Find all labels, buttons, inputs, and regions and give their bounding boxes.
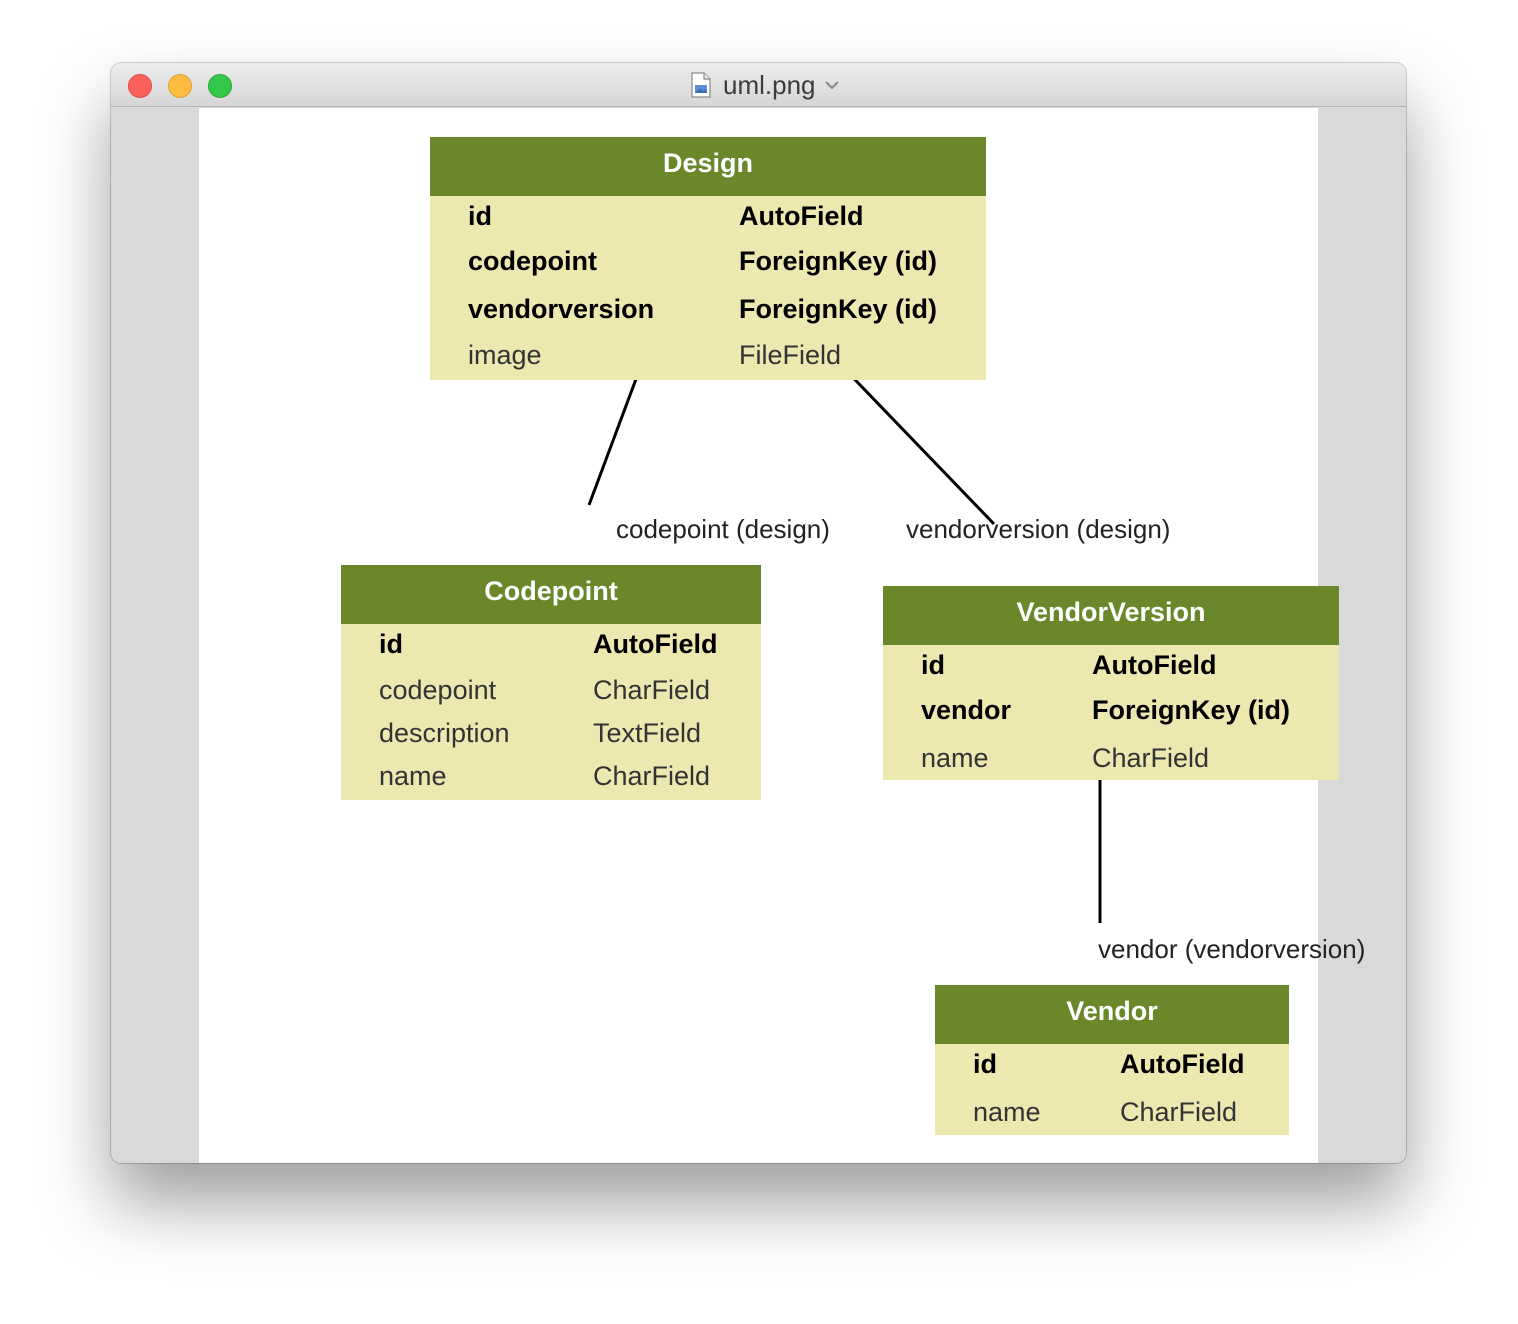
window-title-menu[interactable]: uml.png	[691, 70, 840, 100]
field-type: ForeignKey (id)	[739, 246, 938, 276]
field-name: id	[921, 650, 945, 680]
field-name: vendorversion	[468, 294, 655, 324]
title-bar[interactable]: uml.png	[111, 63, 1406, 107]
image-canvas: codepoint (design) vendorversion (design…	[199, 108, 1365, 1163]
field-type: AutoField	[739, 201, 864, 231]
field-type: ForeignKey (id)	[1092, 695, 1291, 725]
model-header: Vendor	[935, 985, 1289, 1044]
relation-label-vendor-vendorversion: vendor (vendorversion)	[1098, 934, 1366, 964]
field-name: name	[379, 761, 447, 791]
field-type: AutoField	[1120, 1049, 1245, 1079]
minimize-button[interactable]	[168, 74, 192, 98]
close-button[interactable]	[128, 74, 152, 98]
field-type: TextField	[593, 718, 702, 748]
field-type: AutoField	[1092, 650, 1217, 680]
field-name: image	[468, 340, 542, 370]
model-codepoint: Codepoint id AutoField codepoint CharFie…	[341, 565, 761, 800]
field-type: FileField	[739, 340, 842, 370]
field-name: id	[468, 201, 492, 231]
field-type: CharField	[593, 675, 711, 705]
field-type: ForeignKey (id)	[739, 294, 938, 324]
field-name: description	[379, 718, 510, 748]
chevron-down-icon[interactable]	[824, 79, 840, 91]
field-name: name	[921, 743, 989, 773]
image-file-icon	[691, 72, 711, 98]
preview-window: uml.png codepoint (design) vendorversion…	[111, 63, 1406, 1163]
model-header: Codepoint	[341, 565, 761, 624]
maximize-button[interactable]	[208, 74, 232, 98]
model-vendor: Vendor id AutoField name CharField	[935, 985, 1289, 1135]
model-header: VendorVersion	[883, 586, 1339, 645]
relation-label-codepoint-design: codepoint (design)	[616, 514, 830, 544]
relation-line-codepoint	[587, 362, 644, 506]
field-name: id	[973, 1049, 997, 1079]
field-type: CharField	[593, 761, 711, 791]
field-name: codepoint	[379, 675, 497, 705]
field-type: AutoField	[593, 629, 718, 659]
field-name: vendor	[921, 695, 1012, 725]
field-name: id	[379, 629, 403, 659]
field-name: name	[973, 1097, 1041, 1127]
field-type: CharField	[1120, 1097, 1238, 1127]
relation-line-vendorversion	[835, 359, 996, 526]
window-title: uml.png	[723, 69, 816, 100]
field-name: codepoint	[468, 246, 597, 276]
model-header: Design	[430, 137, 986, 196]
field-type: CharField	[1092, 743, 1210, 773]
relation-label-vendorversion-design: vendorversion (design)	[906, 514, 1171, 544]
model-design: Design id AutoField codepoint ForeignKey…	[430, 137, 986, 380]
model-vendorversion: VendorVersion id AutoField vendor Foreig…	[883, 586, 1339, 780]
